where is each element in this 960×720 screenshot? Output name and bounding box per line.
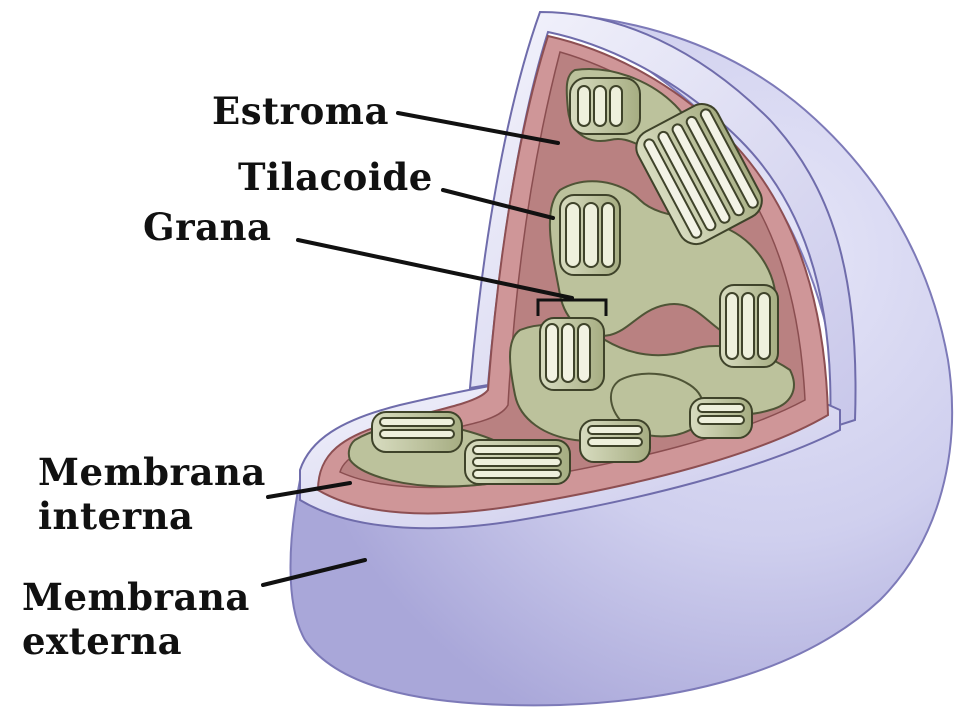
- tilacoide-label: Tilacoide: [238, 155, 433, 199]
- grana-label: Grana: [143, 205, 271, 249]
- outer-membrane-rim: [468, 10, 857, 430]
- membrana-externa-leader: [261, 558, 367, 587]
- grana-bracket: [536, 298, 608, 316]
- membrana-externa-line1: Membrana: [22, 575, 250, 619]
- membrana-externa-line2: externa: [22, 619, 183, 663]
- membrana-interna-label: Membrana interna: [38, 450, 266, 538]
- membrana-interna-line2: interna: [38, 494, 194, 538]
- grana-leader: [296, 238, 574, 300]
- tilacoide-label-text: Tilacoide: [238, 155, 433, 199]
- membrana-externa-label: Membrana externa: [22, 575, 250, 663]
- estroma-label: Estroma: [212, 89, 389, 133]
- membrana-interna-line1: Membrana: [38, 450, 266, 494]
- tilacoide-leader: [441, 188, 555, 220]
- estroma-leader: [396, 111, 560, 145]
- estroma-label-text: Estroma: [212, 89, 389, 133]
- membrana-interna-leader: [266, 481, 352, 499]
- leader-lines: [261, 111, 574, 587]
- grana-label-text: Grana: [143, 205, 272, 249]
- granum-stacks: [371, 77, 779, 485]
